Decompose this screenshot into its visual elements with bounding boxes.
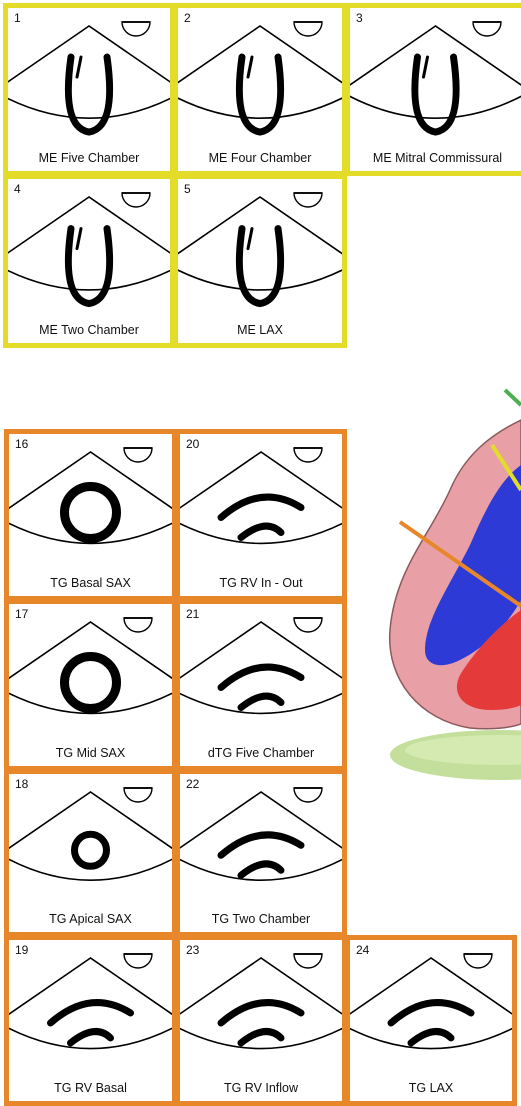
view-label: TG Basal SAX — [9, 576, 172, 590]
view-tile-23: 23 TG RV Inflow — [175, 935, 347, 1106]
echo-sector-icon — [350, 940, 512, 1101]
view-tile-18: 18 TG Apical SAX — [4, 769, 177, 937]
echo-sector-icon — [9, 604, 172, 766]
echo-sector-icon — [8, 179, 170, 343]
echo-sector-icon — [350, 8, 521, 171]
view-label: TG Apical SAX — [9, 912, 172, 926]
echo-sector-icon — [9, 434, 172, 596]
view-tile-17: 17 TG Mid SAX — [4, 599, 177, 771]
view-label: TG Two Chamber — [180, 912, 342, 926]
echo-sector-icon — [180, 434, 342, 596]
view-number: 18 — [15, 777, 28, 791]
view-number: 4 — [14, 182, 21, 196]
echo-sector-icon — [9, 940, 172, 1101]
view-number: 23 — [186, 943, 199, 957]
view-tile-21: 21 dTG Five Chamber — [175, 599, 347, 771]
view-tile-19: 19 TG RV Basal — [4, 935, 177, 1106]
view-number: 17 — [15, 607, 28, 621]
view-tile-16: 16 TG Basal SAX — [4, 429, 177, 601]
view-label: ME Two Chamber — [8, 323, 170, 337]
view-number: 16 — [15, 437, 28, 451]
view-number: 1 — [14, 11, 21, 25]
view-label: TG LAX — [350, 1081, 512, 1095]
view-label: ME Five Chamber — [8, 151, 170, 165]
echo-sector-icon — [180, 940, 342, 1101]
echo-sector-icon — [178, 8, 342, 171]
view-label: TG RV Inflow — [180, 1081, 342, 1095]
view-label: ME Four Chamber — [178, 151, 342, 165]
view-number: 22 — [186, 777, 199, 791]
view-label: ME LAX — [178, 323, 342, 337]
view-number: 19 — [15, 943, 28, 957]
view-tile-24: 24 TG LAX — [345, 935, 517, 1106]
view-number: 3 — [356, 11, 363, 25]
echo-sector-icon — [180, 604, 342, 766]
view-label: TG Mid SAX — [9, 746, 172, 760]
echo-sector-icon — [8, 8, 170, 171]
view-label: TG RV In - Out — [180, 576, 342, 590]
view-tile-1: 1 ME Five Chamber — [3, 3, 175, 176]
view-tile-5: 5 ME LAX — [173, 174, 347, 348]
view-tile-4: 4 ME Two Chamber — [3, 174, 175, 348]
view-number: 5 — [184, 182, 191, 196]
view-number: 21 — [186, 607, 199, 621]
view-label: dTG Five Chamber — [180, 746, 342, 760]
view-number: 24 — [356, 943, 369, 957]
view-tile-20: 20 TG RV In - Out — [175, 429, 347, 601]
view-tile-3: 3 ME Mitral Commissural — [345, 3, 521, 176]
heart-illustration — [350, 380, 521, 780]
view-tile-22: 22 TG Two Chamber — [175, 769, 347, 937]
view-label: TG RV Basal — [9, 1081, 172, 1095]
probe-plane-green — [505, 390, 521, 405]
view-number: 20 — [186, 437, 199, 451]
view-tile-2: 2 ME Four Chamber — [173, 3, 347, 176]
view-number: 2 — [184, 11, 191, 25]
echo-sector-icon — [180, 774, 342, 932]
echo-sector-icon — [178, 179, 342, 343]
echo-sector-icon — [9, 774, 172, 932]
view-label: ME Mitral Commissural — [354, 151, 521, 165]
